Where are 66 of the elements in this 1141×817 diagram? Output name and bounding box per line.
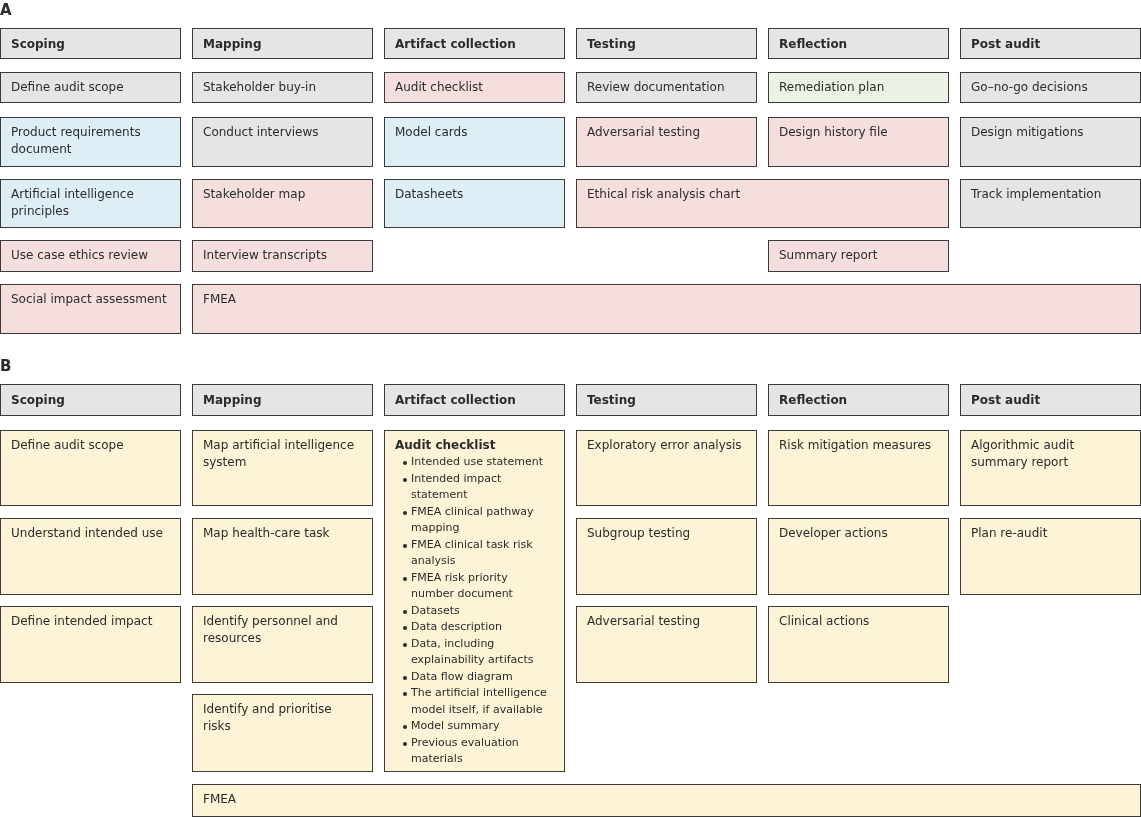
checklist-item: Data description [411, 619, 503, 635]
activity-box: Risk mitigation measures [768, 430, 949, 506]
phase-header: Post audit [960, 28, 1141, 59]
phase-header: Artifact collection [384, 28, 565, 59]
activity-box: Remediation plan [768, 72, 949, 103]
activity-box: Subgroup testing [576, 518, 757, 595]
activity-box: Define intended impact [0, 606, 181, 683]
phase-header: Scoping [0, 384, 181, 416]
checklist-item: The artificial intelligence model itself, if available [411, 685, 548, 718]
checklist-item: Intended impact statement [411, 470, 503, 503]
activity-box: Define audit scope [0, 430, 181, 506]
checklist-item: Datasets [411, 602, 461, 619]
checklist-item: Intended use statement [411, 454, 545, 470]
checklist-item: FMEA clinical pathway mapping [411, 503, 535, 536]
activity-box: Developer actions [768, 518, 949, 595]
phase-header: Mapping [192, 28, 373, 59]
activity-box: Adversarial testing [576, 606, 757, 683]
panel-letter: A [0, 2, 12, 18]
activity-box: Track implementation [960, 179, 1141, 228]
activity-box: Social impact assessment [0, 284, 181, 334]
activity-box: Algorithmic audit summary report [960, 430, 1141, 506]
activity-box: Map health-care task [192, 518, 373, 595]
checklist-item: Data flow diagram [411, 668, 514, 685]
activity-box: Review documentation [576, 72, 757, 103]
phase-header: Post audit [960, 384, 1141, 416]
activity-box: Stakeholder buy-in [192, 72, 373, 103]
phase-header: Reflection [768, 28, 949, 59]
activity-box: Plan re-audit [960, 518, 1141, 595]
phase-header: Testing [576, 384, 757, 416]
activity-box: Identify and prioritise risks [192, 694, 373, 772]
checklist-item: Data, including explainability artifacts [411, 635, 535, 668]
activity-box: Audit checklist [384, 72, 565, 103]
phase-header: Testing [576, 28, 757, 59]
activity-box: Conduct interviews [192, 117, 373, 167]
activity-box: FMEA [192, 284, 1141, 334]
activity-box: Summary report [768, 240, 949, 272]
activity-box: Adversarial testing [576, 117, 757, 167]
checklist-item: Previous evaluation materials [411, 734, 520, 767]
activity-box: Product requirements document [0, 117, 181, 167]
activity-box: Datasheets [384, 179, 565, 228]
activity-box: Design history file [768, 117, 949, 167]
activity-box: Ethical risk analysis chart [576, 179, 949, 228]
phase-header: Mapping [192, 384, 373, 416]
activity-box: Go–no-go decisions [960, 72, 1141, 103]
activity-box: Map artificial intelligence system [192, 430, 373, 506]
activity-box: Understand intended use [0, 518, 181, 595]
activity-box: Use case ethics review [0, 240, 181, 272]
activity-box: Exploratory error analysis [576, 430, 757, 506]
activity-box: Artificial intelligence principles [0, 179, 181, 228]
phase-header: Reflection [768, 384, 949, 416]
activity-box: Design mitigations [960, 117, 1141, 167]
activity-box: Clinical actions [768, 606, 949, 683]
activity-box: Define audit scope [0, 72, 181, 103]
activity-box: FMEA [192, 784, 1141, 817]
activity-box: Interview transcripts [192, 240, 373, 272]
checklist-item: FMEA clinical task risk analysis [411, 536, 534, 569]
checklist-box [384, 430, 565, 772]
panel-letter: B [0, 358, 12, 374]
checklist-item: FMEA risk priority number document [411, 569, 514, 602]
phase-header: Artifact collection [384, 384, 565, 416]
activity-box: Identify personnel and resources [192, 606, 373, 683]
checklist-item: Model summary [411, 718, 501, 734]
activity-box: Stakeholder map [192, 179, 373, 228]
checklist-heading: Audit checklist [395, 437, 497, 454]
phase-header: Scoping [0, 28, 181, 59]
activity-box: Model cards [384, 117, 565, 167]
